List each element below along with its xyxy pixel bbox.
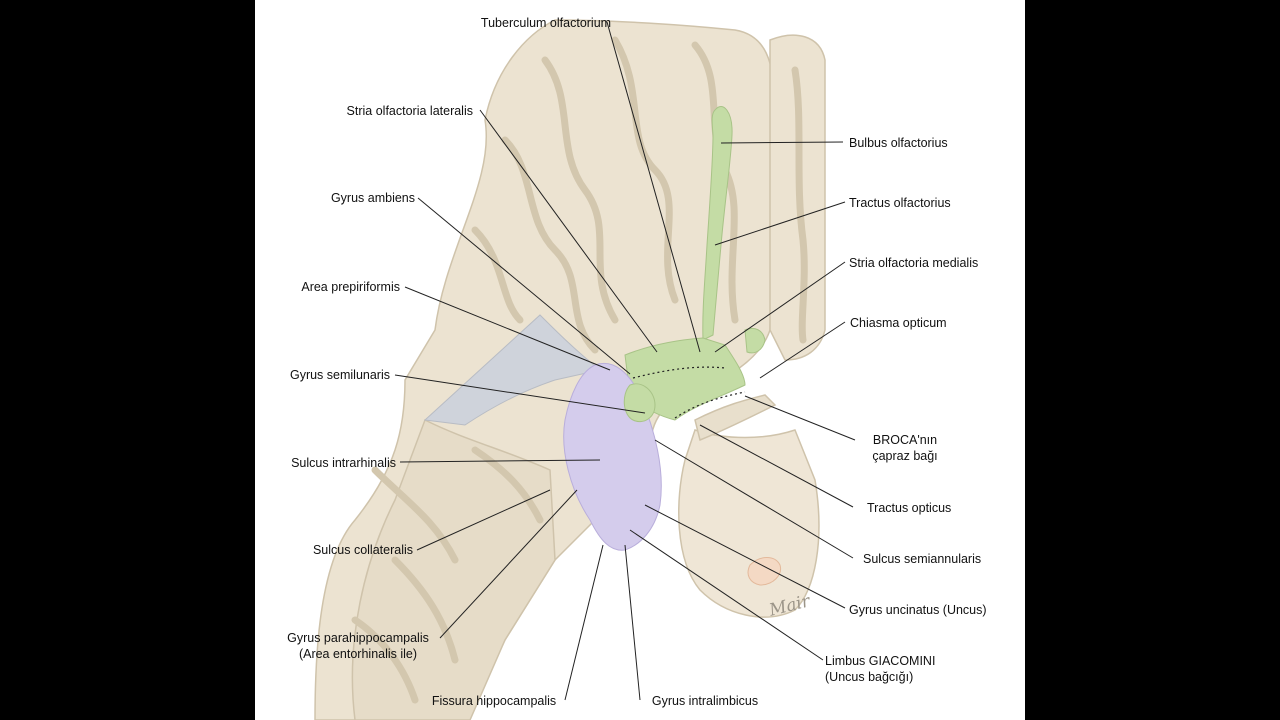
label-gyrus-ambiens: Gyrus ambiens <box>330 191 415 205</box>
leader-semilunaris <box>394 374 646 414</box>
leader-gyrus-ambiens <box>417 197 631 375</box>
leader-semiannularis <box>654 439 854 559</box>
mammillary-body <box>747 557 782 586</box>
leader-stria-med <box>714 261 846 353</box>
label-gyrus-intralimbicus: Gyrus intralimbicus <box>651 694 759 708</box>
leader-limbus <box>629 529 824 661</box>
leader-chiasma <box>759 321 846 379</box>
label-limbus-line2: (Uncus bağcığı) <box>825 670 914 684</box>
medial-stria-shape <box>744 327 766 354</box>
label-stria-olfactoria-lateralis: Stria olfactoria lateralis <box>346 104 473 118</box>
label-sulcus-collateralis: Sulcus collateralis <box>312 543 413 557</box>
leader-area-prep <box>404 286 611 371</box>
leader-broca <box>744 395 856 441</box>
label-area-prepiriformis: Area prepiriformis <box>301 280 400 294</box>
leader-tractus-olf <box>714 201 846 246</box>
label-sulcus-intrarhinalis: Sulcus intrarhinalis <box>291 456 396 470</box>
leader-collateralis <box>416 489 551 551</box>
leader-intrarhinalis <box>399 459 601 463</box>
label-parahippo-line1: Gyrus parahippocampalis <box>287 631 429 645</box>
label-broca-line1: BROCA'nın <box>872 433 938 447</box>
label-gyrus-semilunaris: Gyrus semilunaris <box>289 368 390 382</box>
label-parahippo-line2: (Area entorhinalis ile) <box>298 647 418 661</box>
label-limbus-giacomini: Limbus GIACOMINI (Uncus bağcığı) <box>825 653 935 685</box>
leader-intralimbicus <box>624 544 641 701</box>
cut-surface <box>423 314 602 426</box>
leader-uncinatus <box>644 504 846 609</box>
label-tractus-olfactorius: Tractus olfactorius <box>849 196 951 210</box>
leader-bulbus <box>720 141 844 144</box>
label-fissura-hippocampalis: Fissura hippocampalis <box>431 694 557 708</box>
slide: Mair Tuberculum olfactorium Stria olfact… <box>255 0 1025 720</box>
leader-tuberculum <box>606 21 701 353</box>
label-gyrus-parahippocampalis: Gyrus parahippocampalis (Area entorhinal… <box>287 630 429 662</box>
gyrus-semilunaris-shape <box>623 383 656 423</box>
label-chiasma-opticum: Chiasma opticum <box>850 316 947 330</box>
brain-illustration <box>314 19 856 720</box>
label-bulbus-olfactorius: Bulbus olfactorius <box>849 136 948 150</box>
optic-tract-shape <box>694 394 777 442</box>
label-tractus-opticus: Tractus opticus <box>867 501 952 515</box>
leader-stria-lat <box>479 109 658 353</box>
label-stria-olfactoria-medialis: Stria olfactoria medialis <box>849 256 979 270</box>
leader-fissura <box>564 544 604 701</box>
label-sulcus-semiannularis: Sulcus semiannularis <box>863 552 982 566</box>
label-broca: BROCA'nın çapraz bağı <box>872 432 937 464</box>
olfactory-triangle <box>624 337 746 421</box>
label-broca-line2: çapraz bağı <box>872 449 938 463</box>
leader-tractus-opt <box>699 424 854 508</box>
brainstem <box>678 429 820 618</box>
leader-parahippo <box>439 489 578 639</box>
olfactory-tract-shape <box>702 105 733 341</box>
label-gyrus-uncinatus: Gyrus uncinatus (Uncus) <box>849 603 987 617</box>
label-limbus-line1: Limbus GIACOMINI <box>825 654 936 668</box>
label-tuberculum-olfactorium: Tuberculum olfactorium <box>480 16 612 30</box>
